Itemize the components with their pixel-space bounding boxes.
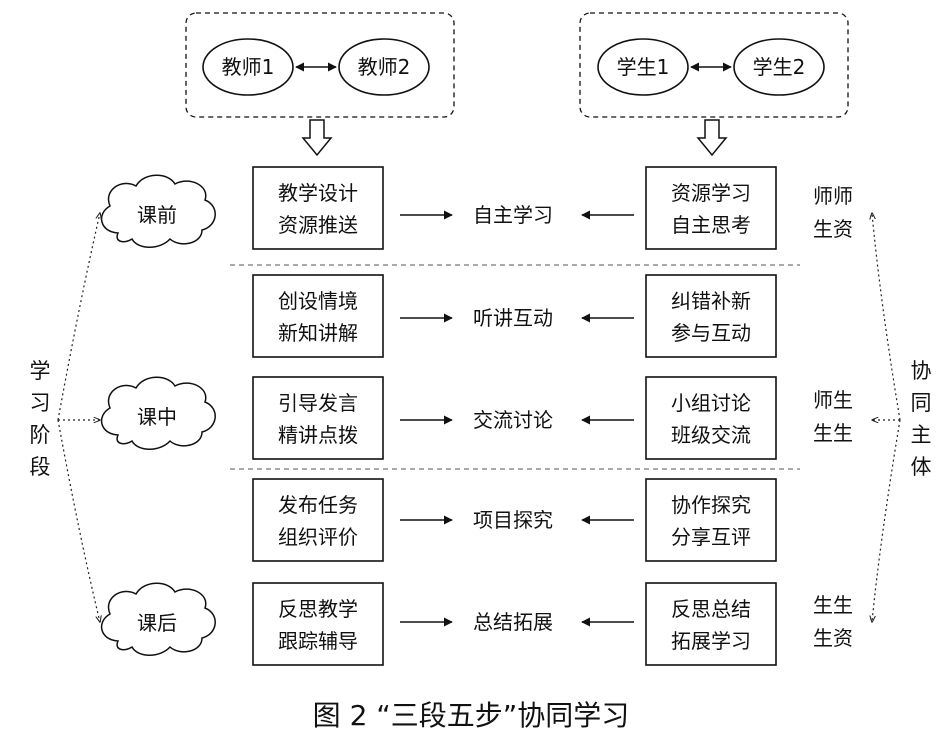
student-activity-box — [645, 166, 777, 250]
right-bracket-upper — [872, 213, 901, 421]
teacher-activity-line-2: 跟踪辅导 — [278, 629, 358, 653]
center-activity-label: 自主学习 — [473, 203, 553, 227]
right-label-char-3: 主 — [911, 423, 932, 447]
center-activity-label: 项目探究 — [473, 508, 553, 532]
student-1-node — [597, 38, 689, 96]
student-activity-box — [645, 582, 777, 666]
step-row-1: 教学设计 资源推送 自主学习 资源学习 自主思考 — [252, 166, 777, 250]
student-group-frame — [579, 12, 849, 118]
teacher-activity-line-1: 发布任务 — [278, 493, 358, 517]
teacher-down-arrow — [301, 119, 333, 157]
step-row-5: 反思教学 跟踪辅导 总结拓展 反思总结 拓展学习 — [252, 582, 777, 666]
step-row-4: 发布任务 组织评价 项目探究 协作探究 分享互评 — [252, 478, 777, 562]
left-label-char-3: 阶 — [30, 423, 51, 447]
teacher-group-frame — [185, 12, 455, 118]
stage-cloud-post-class — [100, 582, 216, 656]
step-row-3: 引导发言 精讲点拨 交流讨论 小组讨论 班级交流 — [252, 376, 777, 460]
student-activity-line-2: 自主思考 — [671, 213, 751, 237]
figure-caption: 图 2 “三段五步”协同学习 — [313, 699, 630, 732]
right-bracket-lower — [872, 419, 901, 622]
center-activity-label: 听讲互动 — [473, 306, 553, 330]
student-activity-line-1: 小组讨论 — [671, 391, 751, 415]
student-activity-line-1: 资源学习 — [671, 181, 751, 205]
student-activity-line-2: 班级交流 — [671, 423, 751, 447]
teacher-activity-box — [252, 582, 384, 666]
teacher-1-node — [202, 38, 294, 96]
interaction-post-line-1: 生生 — [813, 593, 853, 617]
student-activity-box — [645, 478, 777, 562]
right-label-char-2: 同 — [911, 391, 932, 415]
student-activity-line-2: 参与互动 — [671, 321, 751, 345]
center-activity-label: 交流讨论 — [473, 408, 553, 432]
student-activity-line-1: 协作探究 — [671, 493, 751, 517]
teacher-activity-box — [252, 274, 384, 358]
teacher-activity-line-2: 资源推送 — [278, 213, 358, 237]
teacher-activity-line-2: 组织评价 — [278, 525, 358, 549]
left-label-char-4: 段 — [30, 455, 51, 479]
teacher-activity-line-1: 引导发言 — [278, 391, 358, 415]
interaction-in-line-2: 生生 — [813, 421, 853, 445]
student-down-arrow — [696, 119, 728, 157]
left-bracket-lower — [57, 419, 100, 622]
teacher-activity-line-1: 创设情境 — [278, 289, 358, 313]
right-label-char-4: 体 — [911, 455, 932, 479]
stage-label-post-class: 课后 — [137, 611, 177, 635]
teacher-2-node — [338, 38, 430, 96]
step-row-2: 创设情境 新知讲解 听讲互动 纠错补新 参与互动 — [252, 274, 777, 358]
student-2-node — [733, 38, 825, 96]
stage-label-in-class: 课中 — [137, 405, 177, 429]
teacher-1-label: 教师1 — [222, 55, 275, 79]
left-bracket-upper — [57, 213, 100, 421]
left-label-char-1: 学 — [30, 359, 51, 383]
left-label-char-2: 习 — [30, 391, 51, 415]
teacher-activity-box — [252, 376, 384, 460]
teacher-activity-line-2: 新知讲解 — [278, 321, 358, 345]
teacher-activity-box — [252, 166, 384, 250]
stage-cloud-in-class — [100, 376, 216, 450]
student-2-label: 学生2 — [753, 55, 806, 79]
center-activity-label: 总结拓展 — [473, 610, 553, 634]
interaction-pre-line-2: 生资 — [813, 217, 853, 241]
student-activity-line-2: 拓展学习 — [671, 629, 751, 653]
student-activity-box — [645, 274, 777, 358]
interaction-post-line-2: 生资 — [813, 626, 853, 650]
teacher-activity-line-1: 教学设计 — [278, 181, 358, 205]
interaction-in-line-1: 师生 — [813, 388, 853, 412]
interaction-pre-line-1: 师师 — [813, 184, 853, 208]
teacher-activity-line-1: 反思教学 — [278, 597, 358, 621]
student-1-label: 学生1 — [617, 55, 670, 79]
teacher-2-label: 教师2 — [358, 55, 411, 79]
stage-label-pre-class: 课前 — [137, 203, 177, 227]
student-activity-line-1: 纠错补新 — [671, 289, 751, 313]
teacher-activity-line-2: 精讲点拨 — [278, 423, 358, 447]
teacher-activity-box — [252, 478, 384, 562]
student-activity-line-2: 分享互评 — [671, 525, 751, 549]
student-activity-line-1: 反思总结 — [671, 597, 751, 621]
right-label-char-1: 协 — [911, 359, 932, 383]
student-activity-box — [645, 376, 777, 460]
stage-cloud-pre-class — [100, 174, 216, 248]
